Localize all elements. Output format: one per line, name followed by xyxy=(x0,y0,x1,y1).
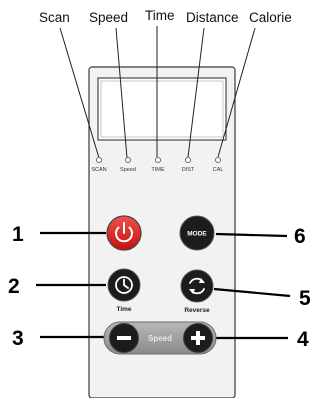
callout-number-1: 1 xyxy=(12,223,24,246)
callout-number-6: 6 xyxy=(294,225,306,248)
minus-icon xyxy=(117,336,131,340)
distance-led-label: DIST xyxy=(182,167,195,173)
power-button[interactable] xyxy=(106,215,142,251)
display-window xyxy=(97,77,227,141)
indicator-leaders xyxy=(59,26,256,159)
callout-line-6 xyxy=(215,232,288,238)
scan-leader-line xyxy=(59,27,100,159)
plus-icon xyxy=(191,331,205,345)
calorie-led xyxy=(214,156,221,163)
calorie-label: Calorie xyxy=(249,10,292,25)
reverse-arrow-head-bottom xyxy=(189,289,195,294)
calorie-leader-line xyxy=(217,27,256,158)
callout-number-4: 4 xyxy=(297,328,309,351)
time-button-caption: Time xyxy=(116,306,131,313)
reverse-arrow-head-top xyxy=(199,278,205,283)
distance-leader-line xyxy=(187,27,205,158)
speed-led xyxy=(125,156,132,163)
callout-lines xyxy=(36,231,291,340)
power-icon xyxy=(115,222,133,243)
scan-led xyxy=(96,156,103,163)
time-led xyxy=(154,156,161,163)
scan-led-label: SCAN xyxy=(91,167,106,173)
mode-button[interactable]: MODE xyxy=(179,215,215,251)
callout-line-5 xyxy=(213,287,291,298)
time-led-label: TIME xyxy=(151,167,164,173)
speed-label: Speed xyxy=(89,10,128,25)
distance-label: Distance xyxy=(186,10,239,25)
clock-icon xyxy=(115,276,133,294)
speed-minus-button[interactable] xyxy=(109,323,139,353)
speed-leader-line xyxy=(115,27,128,159)
calorie-led-label: CAL xyxy=(213,167,224,173)
callout-number-2: 2 xyxy=(8,275,20,298)
scan-label: Scan xyxy=(39,10,70,25)
reverse-button[interactable] xyxy=(180,269,214,303)
speed-bar-label: Speed xyxy=(148,334,172,343)
speed-led-label: Speed xyxy=(120,167,136,173)
time-button[interactable] xyxy=(107,268,141,302)
display-inner xyxy=(100,80,224,138)
callout-number-5: 5 xyxy=(299,287,311,310)
mode-button-label: MODE xyxy=(187,231,207,238)
reverse-button-caption: Reverse xyxy=(184,307,210,314)
distance-led xyxy=(184,156,191,163)
callout-number-3: 3 xyxy=(12,327,24,350)
time-label: Time xyxy=(145,8,175,23)
speed-plus-button[interactable] xyxy=(183,323,213,353)
